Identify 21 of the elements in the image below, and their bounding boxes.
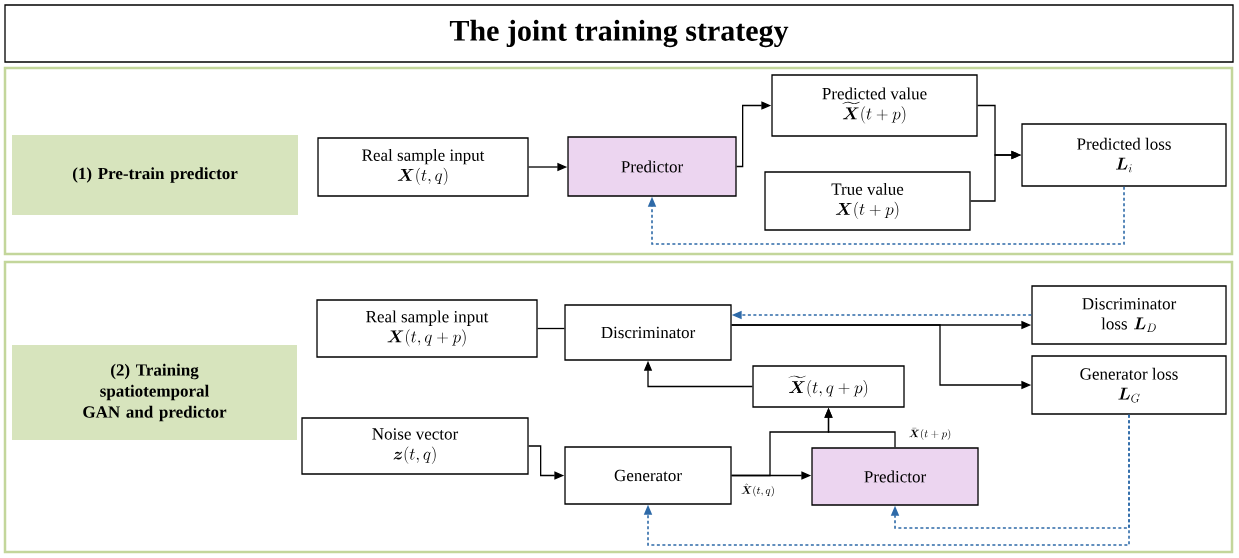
predictor-box: Predictor bbox=[567, 136, 737, 197]
feedback-arrow bbox=[647, 185, 1125, 245]
process-box: True value $\boldsymbol{X}(t+p)$ bbox=[764, 171, 971, 231]
predictor-box: Predictor bbox=[811, 447, 979, 506]
feedback-arrow bbox=[890, 413, 1130, 529]
process-box: Predicted value $\widetilde{\boldsymbol{X}}(t+p)$ bbox=[771, 74, 978, 137]
process-box: Discriminator bbox=[564, 304, 732, 361]
section-label: (1) Pre-train predictor bbox=[12, 135, 298, 215]
connector-line bbox=[537, 327, 565, 330]
process-box: Predicted loss $\boldsymbol{L}_i$ bbox=[1021, 123, 1227, 187]
process-box: Real sample input $\boldsymbol{X}(t,q+p)$ bbox=[316, 299, 538, 358]
process-box: Real sample input $\boldsymbol{X}(t,q)$ bbox=[317, 137, 529, 197]
process-box: Generator bbox=[564, 446, 732, 505]
section-label: (2) Training spatiotemporal GAN and predictor bbox=[12, 345, 297, 440]
edge-label: $\bar{\boldsymbol{X}}(t+p)$ bbox=[907, 427, 953, 441]
process-box: Discriminator loss $\boldsymbol{L}_D$ bbox=[1031, 285, 1227, 345]
edge-label: $\hat{\boldsymbol{X}}(t,q)$ bbox=[740, 482, 776, 498]
title-box: The joint training strategy bbox=[4, 4, 1234, 63]
process-box: $\widetilde{\boldsymbol{X}}(t,q+p)$ bbox=[752, 365, 905, 408]
process-box: Generator loss $\boldsymbol{L}_G$ bbox=[1031, 355, 1227, 415]
process-box: Noise vector $\boldsymbol{z}(t,q)$ bbox=[301, 417, 529, 475]
